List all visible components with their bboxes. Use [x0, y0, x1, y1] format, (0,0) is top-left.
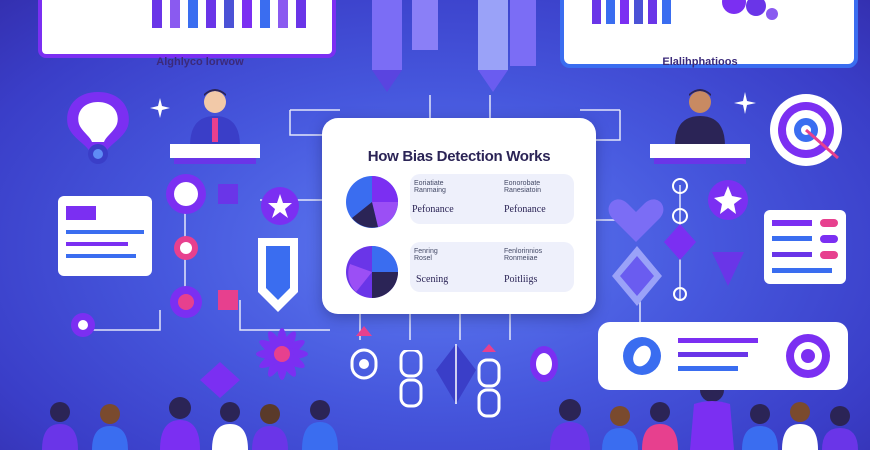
row1-label-b: Pefonance [504, 204, 546, 215]
left-panel-caption: Alghlyco lorwow [156, 56, 244, 68]
bar-chart [152, 0, 322, 28]
diamond-icon [200, 362, 240, 398]
blob-icon [722, 0, 778, 20]
pie-chart-icon [346, 176, 398, 228]
target-icon-small [786, 334, 830, 378]
bar-chart-right [592, 0, 702, 24]
right-info-card [764, 210, 846, 284]
row2-label-b-small: Fenlorinnios Ronmeiiae [504, 248, 543, 262]
target-icon [770, 94, 842, 166]
bottom-right-card [598, 322, 848, 390]
flower-icon [256, 328, 308, 380]
lock-icon [350, 326, 378, 380]
chevron-diamond [612, 246, 662, 306]
row-2: Fenring Rosel Scening Fenlorinnios Ronme… [410, 242, 574, 292]
row2-label-a: Scening [416, 274, 449, 285]
lock-icon-2 [530, 346, 558, 382]
top-right-panel [560, 0, 858, 68]
chain-icon [399, 350, 423, 408]
hanging-arrows [372, 0, 536, 92]
row1-label-a: Pefonance [412, 204, 454, 215]
card-title: How Bias Detection Works [367, 148, 551, 165]
people-group [42, 390, 858, 450]
row-1: Eoriatiate Ranmaing Pefonance Eonorobate… [410, 174, 574, 224]
top-left-panel [38, 0, 336, 58]
arrow-down-icon [436, 344, 476, 404]
document-icon [58, 196, 152, 276]
sparkle-icon-right [734, 92, 756, 114]
star-icon [261, 187, 299, 225]
how-it-works-card: How Bias Detection Works Eoriatiate Ranm… [322, 118, 596, 314]
row2-label-b: Poitliigs [504, 274, 538, 285]
left-node-chain [166, 174, 238, 318]
lightbulb-icon [67, 92, 129, 164]
heart-icon [608, 199, 664, 242]
shield-icon [258, 238, 298, 312]
person-icon-right [650, 89, 750, 164]
row2-label-a-small: Fenring Rosel [414, 248, 438, 262]
pie-chart-icon-2 [346, 246, 398, 298]
sparkle-icon [150, 98, 170, 118]
small-node-left [71, 313, 95, 337]
row1-label-a-small: Eoriatiate Ranmaing [414, 180, 446, 194]
egg-icon [623, 337, 661, 375]
chain-icon-2 [477, 344, 501, 418]
right-panel-caption: Elalihphatioos [662, 56, 738, 68]
row1-label-b-small: Eonorobate Ranesiatoin [504, 180, 541, 194]
right-node-chain [664, 178, 748, 301]
person-icon [170, 89, 260, 164]
